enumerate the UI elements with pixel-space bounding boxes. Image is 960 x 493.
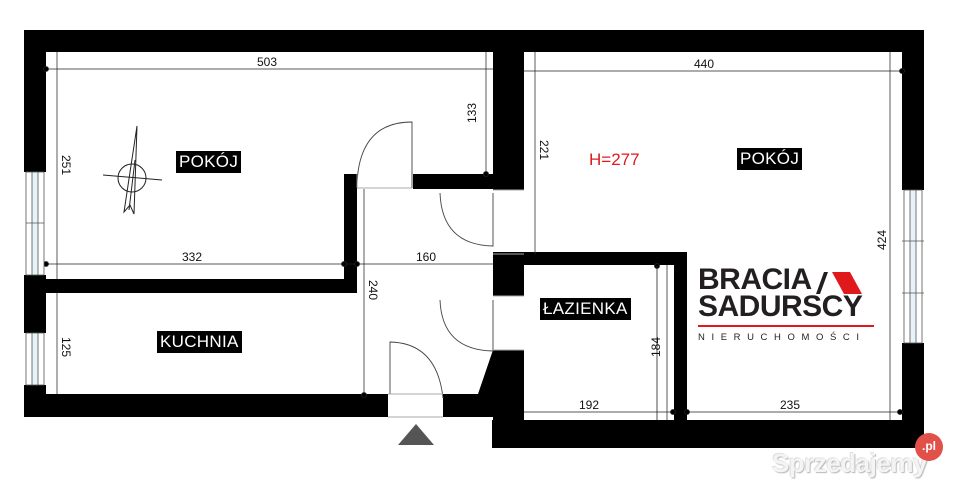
- interior-lines: [56, 52, 891, 420]
- watermark-badge: .pl: [915, 433, 943, 461]
- dim-hall-height: 240: [366, 280, 380, 301]
- watermark-text: Sprzedajemy: [772, 448, 927, 478]
- dim-left-room-recess: 133: [465, 102, 479, 123]
- dim-top-left-width: 503: [257, 55, 278, 69]
- logo-line-3: NIERUCHOMOŚCI: [698, 332, 866, 343]
- dim-left-room-height: 251: [59, 155, 73, 176]
- ceiling-height-note: H=277: [589, 150, 640, 169]
- dim-bathroom-width: 192: [579, 398, 600, 412]
- bracia-sadurscy-logo: BRACIA SADURSCY NIERUCHOMOŚCI: [698, 263, 883, 343]
- logo-line-2: SADURSCY: [698, 290, 863, 323]
- dim-hall-width: 160: [416, 250, 437, 264]
- dim-right-bottom-width: 235: [780, 398, 801, 412]
- dim-right-room-upper: 221: [537, 140, 551, 161]
- entrance-triangle-icon: [398, 424, 434, 445]
- dim-right-room-height: 424: [875, 229, 889, 250]
- dim-kitchen-width: 332: [182, 250, 203, 264]
- dim-top-right-width: 440: [694, 57, 715, 71]
- room-label-kuchnia: KUCHNIA: [157, 331, 242, 353]
- room-label-lazienka: ŁAZIENKA: [540, 298, 631, 320]
- logo-accent-icon: [816, 272, 862, 294]
- doors: [356, 121, 524, 418]
- dim-bathroom-height: 184: [649, 336, 663, 357]
- dimension-lines: [43, 66, 905, 420]
- walls: [24, 30, 924, 448]
- room-label-pokoj-left: POKÓJ: [176, 151, 242, 173]
- north-arrow-icon: [102, 125, 163, 215]
- room-label-pokoj-right: POKÓJ: [737, 148, 803, 170]
- logo-divider: [698, 325, 874, 327]
- logo-line-1: BRACIA: [698, 263, 812, 296]
- dim-kitchen-height: 125: [59, 337, 73, 358]
- windows: [25, 171, 924, 386]
